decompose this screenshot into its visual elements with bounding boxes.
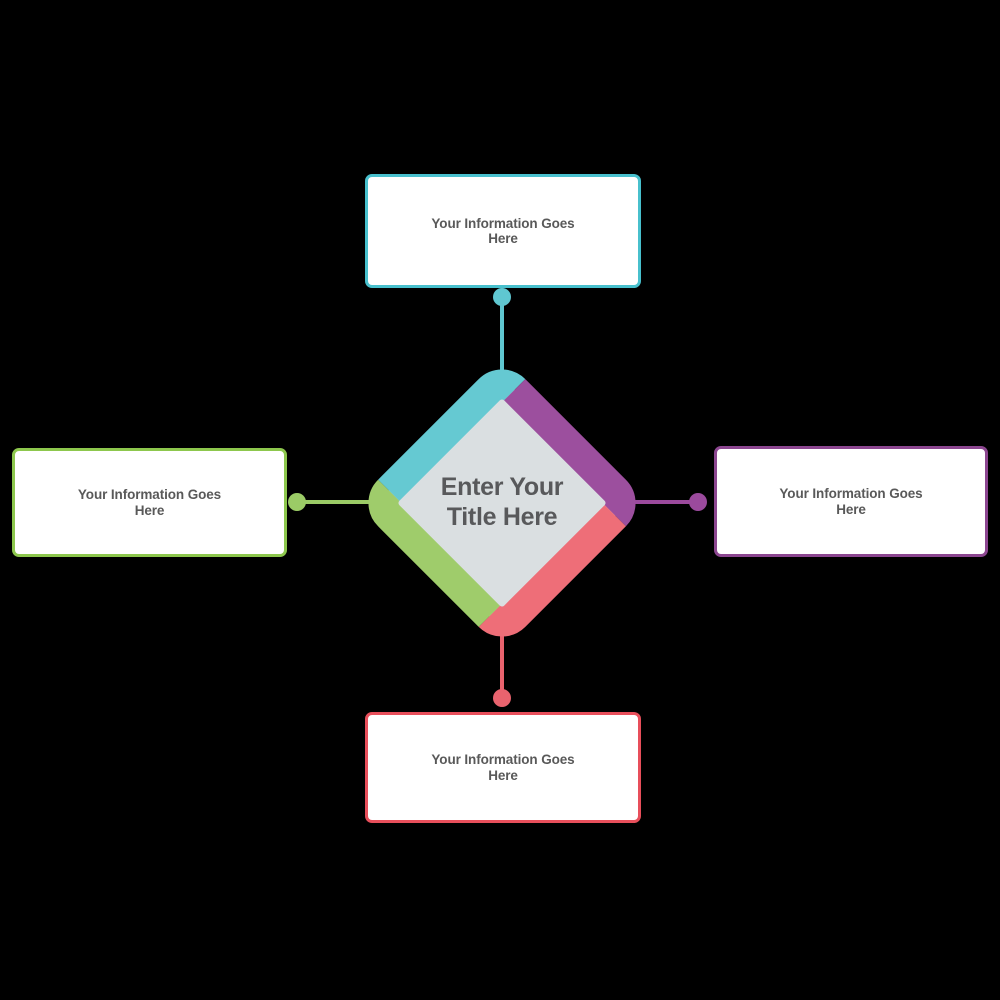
info-box-left[interactable]: Your Information Goes Here xyxy=(12,448,287,557)
connector-dot-top xyxy=(493,288,511,306)
info-box-label-line: Your Information Goes xyxy=(77,487,222,502)
diamond-segment-bottom-right xyxy=(478,505,626,637)
diamond-segment-top-left xyxy=(378,369,526,501)
connector-dot-right xyxy=(689,493,707,511)
center-diamond[interactable] xyxy=(368,369,636,637)
info-box-top[interactable]: Your Information Goes Here xyxy=(365,174,641,288)
info-box-label-line: Here xyxy=(134,502,165,518)
info-box-label-line: Here xyxy=(836,501,866,517)
info-box-label-line: Your Information Goes xyxy=(779,486,923,501)
info-box-label-line: Here xyxy=(488,231,518,246)
diamond-segment-bottom-left xyxy=(368,479,500,627)
info-box-right[interactable]: Your Information Goes Here xyxy=(714,446,988,557)
diamond-segment-top-right xyxy=(504,379,636,527)
connector-dot-left xyxy=(288,493,306,511)
info-box-bottom[interactable]: Your Information Goes Here xyxy=(365,712,641,823)
connector-dot-bottom xyxy=(493,689,511,707)
diamond-fill xyxy=(376,377,628,629)
info-box-label-line: Your Information Goes xyxy=(431,215,575,231)
info-box-label-line: Your Information Goes xyxy=(431,752,575,767)
info-box-label-line: Here xyxy=(488,767,518,783)
